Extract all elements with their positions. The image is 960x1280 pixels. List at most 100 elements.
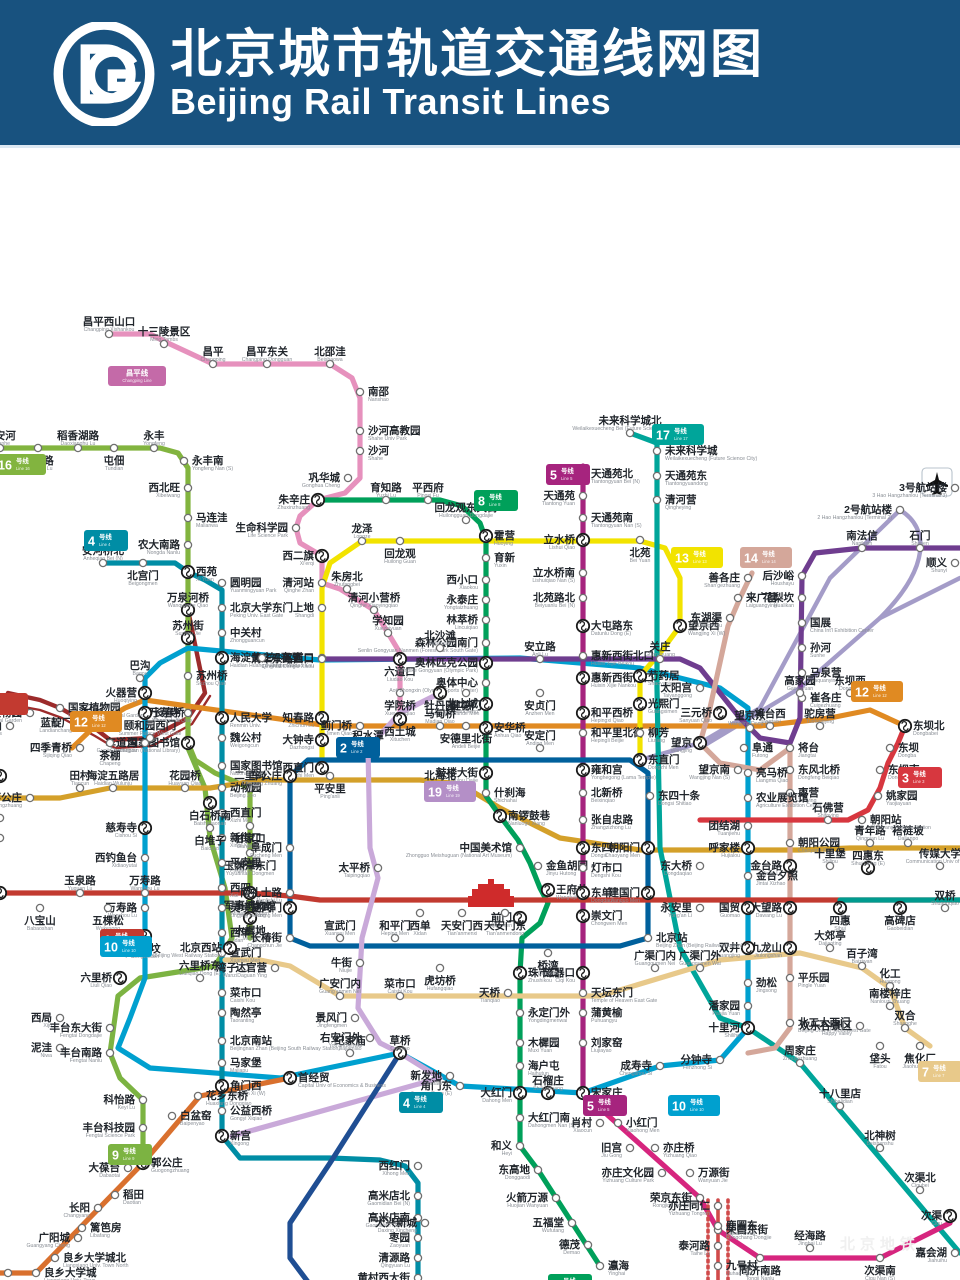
line-path-17[interactable] (627, 430, 960, 1256)
station[interactable]: 良乡大学城Liangxiang Univ. Town (31, 1266, 97, 1280)
station[interactable]: 石厂Shichang (0, 832, 5, 849)
line-path-changping[interactable] (106, 331, 403, 722)
line-path-8[interactable] (315, 497, 603, 1269)
line-path-daxing-airport[interactable] (287, 1050, 490, 1280)
line-path-19[interactable] (229, 690, 443, 1139)
line-path-3[interactable] (697, 723, 908, 823)
